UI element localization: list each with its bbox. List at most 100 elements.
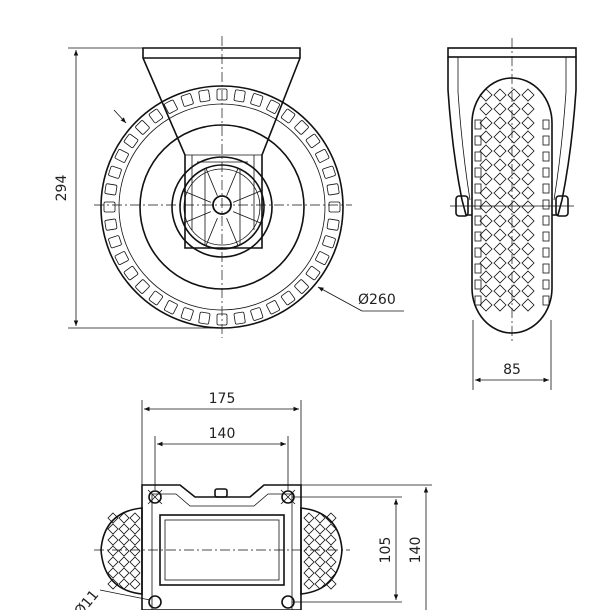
- tread-diamond: [129, 556, 141, 568]
- tread-side-block: [474, 119, 482, 130]
- tread-diamond: [303, 578, 315, 590]
- tread-side-block: [474, 151, 482, 162]
- tread-diamond: [493, 88, 507, 102]
- tread-block: [233, 311, 246, 325]
- tread-block: [322, 165, 336, 179]
- tread-block: [198, 311, 211, 325]
- front-view: 294 Ø260: [54, 36, 404, 338]
- tread-block: [135, 279, 150, 294]
- tread-diamond: [325, 556, 337, 568]
- tread-diamond: [493, 214, 507, 228]
- tread-side-block: [542, 231, 550, 242]
- tread-diamond: [479, 284, 493, 298]
- tread-diamond: [507, 158, 521, 172]
- tread-diamond: [118, 534, 130, 546]
- height-label: 294: [54, 175, 70, 202]
- tread-diamond: [493, 158, 507, 172]
- tread-block: [180, 93, 194, 107]
- tread-diamond: [118, 545, 130, 557]
- tread-diamond: [107, 523, 119, 535]
- spoke: [226, 168, 239, 197]
- tread-diamond: [325, 523, 337, 535]
- spoke: [232, 211, 261, 224]
- side-view: 85: [447, 38, 577, 390]
- tread-diamond: [479, 116, 493, 130]
- tread-block: [326, 218, 340, 231]
- tread-block: [328, 201, 341, 213]
- tread-diamond: [521, 228, 535, 242]
- tread-diamond: [521, 102, 535, 116]
- tread-diamond: [129, 545, 141, 557]
- fork-inner: [185, 154, 262, 230]
- tread-diamond: [521, 298, 535, 312]
- tread-side-block: [474, 295, 482, 306]
- tread-diamond: [107, 556, 119, 568]
- tread-diamond: [493, 186, 507, 200]
- diameter-label: Ø260: [358, 292, 396, 308]
- tread-diamond: [479, 242, 493, 256]
- tread-side-block: [542, 263, 550, 274]
- tread-diamond: [325, 578, 337, 590]
- tread-diamond: [118, 556, 130, 568]
- top-hole-bl: [148, 595, 162, 609]
- tread-diamond: [521, 130, 535, 144]
- tread-diamond: [521, 88, 535, 102]
- tread-diamond: [129, 578, 141, 590]
- tread-block: [305, 266, 321, 281]
- tread-diamond: [493, 172, 507, 186]
- tread-side-block: [542, 279, 550, 290]
- tread-diamond: [303, 545, 315, 557]
- tire-tread-front: [103, 88, 341, 326]
- tread-block: [164, 300, 178, 315]
- tread-diamond: [479, 144, 493, 158]
- tread-block: [305, 133, 321, 148]
- tread-diamond: [325, 512, 337, 524]
- tread-block: [315, 251, 330, 265]
- tread-block: [322, 235, 336, 249]
- tread-diamond: [118, 512, 130, 524]
- tread-diamond: [479, 228, 493, 242]
- tread-block: [294, 279, 309, 294]
- tread-diamond: [479, 102, 493, 116]
- tread-block: [250, 93, 264, 107]
- fork-inner-legs: [204, 170, 241, 245]
- tread-side-block: [474, 279, 482, 290]
- tread-diamond: [303, 534, 315, 546]
- tread-side-block: [474, 215, 482, 226]
- tread-side-block: [542, 215, 550, 226]
- tread-diamond: [507, 144, 521, 158]
- tread-block: [326, 183, 340, 196]
- tread-diamond: [314, 578, 326, 590]
- tread-block: [266, 300, 280, 315]
- tread-diamond: [129, 512, 141, 524]
- tread-block: [114, 149, 129, 163]
- width-label: 85: [503, 362, 521, 378]
- tread-diamond: [493, 256, 507, 270]
- tread-diamond: [493, 242, 507, 256]
- diameter-leader: [317, 286, 363, 312]
- tread-diamond: [521, 186, 535, 200]
- tread-diamond: [314, 556, 326, 568]
- tread-diamond: [507, 186, 521, 200]
- tread-block: [164, 99, 178, 114]
- tread-block: [148, 108, 163, 124]
- tread-diamond: [303, 512, 315, 524]
- tread-diamond: [129, 567, 141, 579]
- spoke: [226, 217, 239, 246]
- tread-diamond: [129, 523, 141, 535]
- top-view: 175 140 105 140 Ø11: [72, 391, 432, 610]
- tread-diamond: [107, 567, 119, 579]
- tread-diamond: [314, 567, 326, 579]
- hole-leader: [99, 589, 151, 601]
- tread-diamond: [479, 130, 493, 144]
- tread-diamond: [507, 116, 521, 130]
- side-fork-inner: [457, 57, 567, 201]
- spoke: [205, 217, 218, 246]
- tread-diamond: [507, 242, 521, 256]
- tread-diamond: [107, 545, 119, 557]
- tread-diamond: [325, 545, 337, 557]
- tread-diamond: [507, 270, 521, 284]
- tread-block: [315, 149, 330, 163]
- fork-outline: [142, 47, 301, 249]
- tread-diamond: [521, 256, 535, 270]
